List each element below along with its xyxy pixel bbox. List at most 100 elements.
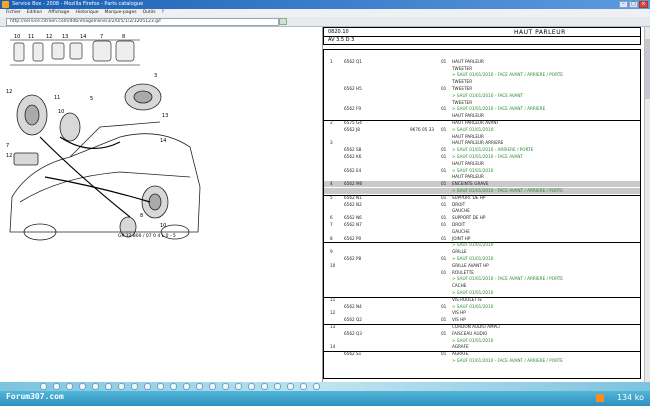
menu-item[interactable]: Edition (26, 10, 43, 15)
quick-launch-icon[interactable] (235, 383, 242, 390)
quick-launch-icon[interactable] (144, 383, 151, 390)
quick-launch-icon[interactable] (261, 383, 268, 390)
scrollbar-thumb[interactable] (645, 39, 650, 99)
quick-launch-icon[interactable] (196, 383, 203, 390)
parts-cell-desc: TWEETER (452, 86, 473, 91)
menu-item[interactable]: Fichier (6, 10, 21, 15)
parts-cell-ref: 6562 F9 (344, 106, 362, 112)
parts-row[interactable]: > SAUF 01/01/2010 - FACE AVANT / ARRIERE… (324, 276, 640, 282)
parts-row[interactable]: CACHE (324, 283, 640, 289)
parts-row[interactable]: TWEETER (324, 79, 640, 85)
minimize-button[interactable]: – (619, 1, 628, 8)
quick-launch-icon[interactable] (209, 383, 216, 390)
quick-launch-icon[interactable] (170, 383, 177, 390)
parts-row[interactable]: TWEETER (324, 100, 640, 106)
quick-launch-icon[interactable] (157, 383, 164, 390)
parts-row[interactable] (324, 52, 640, 58)
tray-icon[interactable] (596, 394, 604, 402)
quick-launch-icon[interactable] (313, 383, 320, 390)
parts-row[interactable]: > SAUF 01/01/2010 (324, 338, 640, 344)
parts-cell-r: 7 (330, 222, 333, 227)
parts-row[interactable]: > SAUF 01/01/2010 (324, 290, 640, 296)
quick-launch-icon[interactable] (66, 383, 73, 390)
parts-row[interactable]: HAUT PARLEUR (324, 174, 640, 180)
menu-item[interactable]: Outils (142, 10, 156, 15)
maximize-button[interactable]: □ (629, 1, 638, 8)
parts-row[interactable]: > SAUF 01/01/2010 - FACE AVANT (324, 93, 640, 99)
parts-row[interactable]: GAUCHE (324, 229, 640, 235)
parts-row[interactable]: GAUCHE (324, 208, 640, 214)
menu-item[interactable]: Marque-pages (104, 10, 137, 15)
go-button[interactable] (279, 18, 287, 25)
parts-row[interactable]: HAUT PARLEUR (324, 161, 640, 167)
quick-launch-icon[interactable] (222, 383, 229, 390)
parts-cell-desc: GAUCHE (452, 208, 470, 214)
parts-cell-desc: > SAUF 01/01/2010 - FACE AVANT (452, 92, 524, 98)
parts-row[interactable]: HAUT PARLEUR (324, 113, 640, 119)
parts-cell-qty: 01 (441, 303, 447, 309)
quick-launch-icon[interactable] (92, 383, 99, 390)
address-toolbar: http://service.citroen.com/ddb/imageInli… (0, 17, 650, 27)
menu-item[interactable]: Historique (75, 10, 99, 15)
parts-row[interactable]: > SAUF 01/01/2010 - FACE AVANT / ARRIERE… (324, 72, 640, 78)
parts-row[interactable]: TWEETER (324, 66, 640, 72)
quick-launch-icon[interactable] (79, 383, 86, 390)
parts-cell-ref: 6562 H5 (344, 86, 362, 91)
quick-launch-icon[interactable] (118, 383, 125, 390)
parts-row[interactable]: > SAUF 01/01/2010 - FACE AVANT / ARRIERE… (324, 188, 640, 194)
quick-launch-icon[interactable] (53, 383, 60, 390)
quick-launch-icon[interactable] (287, 383, 294, 390)
part-thumb-4 (69, 42, 83, 60)
vertical-scrollbar[interactable] (644, 27, 650, 382)
quick-launch-icon[interactable] (105, 383, 112, 390)
address-field[interactable]: http://service.citroen.com/ddb/imageInli… (6, 18, 279, 26)
close-button[interactable]: × (639, 1, 648, 8)
parts-row[interactable]: > SAUF 01/01/2010 (324, 242, 640, 248)
parts-cell-desc: HAUT PARLEUR (452, 58, 484, 64)
parts-row[interactable]: > SAUF 01/01/2010 - FACE AVANT / ARRIERE… (324, 358, 640, 364)
quick-launch-icon[interactable] (248, 383, 255, 390)
parts-cell-qty: 01 (441, 181, 447, 187)
part-thumb-2 (32, 42, 44, 62)
parts-cell-ref: 6562 Q3 (344, 330, 362, 336)
quick-launch-icon[interactable] (300, 383, 307, 390)
menu-item[interactable]: ? (161, 10, 165, 15)
parts-cell-ref: 6562 M0 (344, 181, 363, 187)
parts-cell-desc: VIS HP (452, 317, 466, 323)
quick-launch-icon[interactable] (274, 383, 281, 390)
quick-launch-icon[interactable] (183, 383, 190, 390)
parts-cell-desc: > SAUF 01/01/2010 (452, 337, 494, 343)
quick-launch-icon[interactable] (40, 383, 47, 390)
parts-row[interactable]: HAUT PARLEUR (324, 134, 640, 140)
quick-launch-icon[interactable] (131, 383, 138, 390)
menu-item[interactable]: Affichage (48, 10, 70, 15)
